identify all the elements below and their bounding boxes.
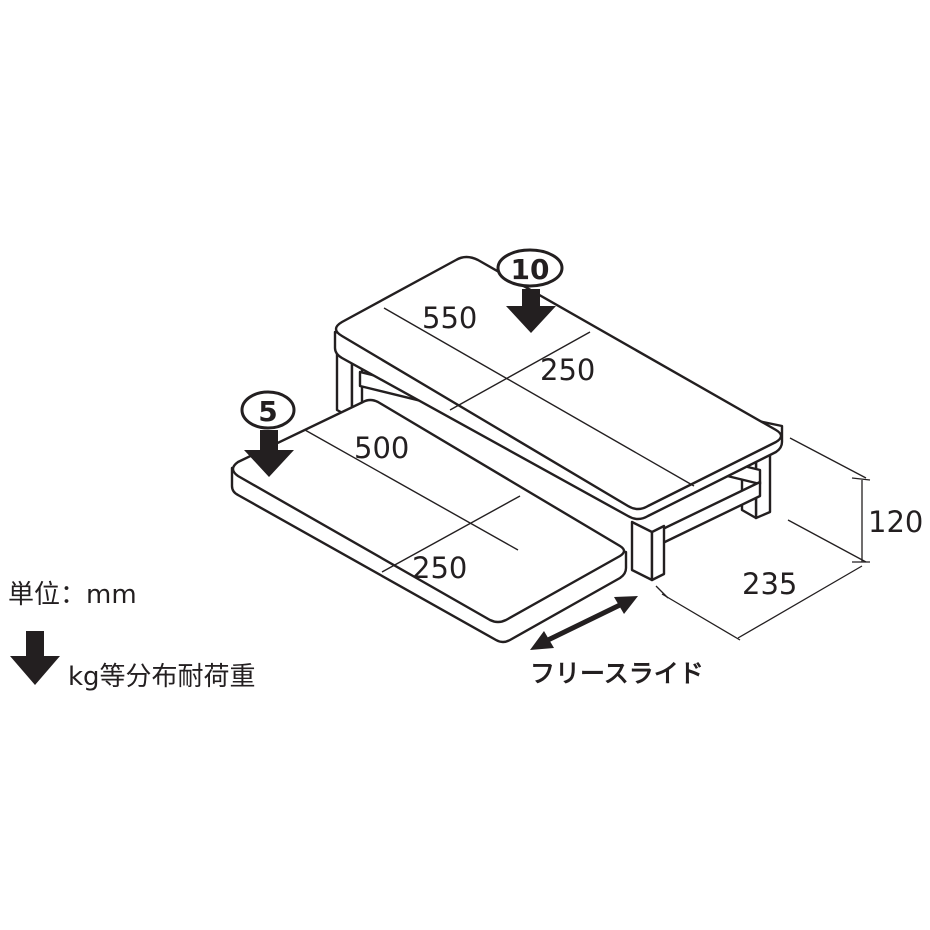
- load-badge-top: 10: [496, 248, 564, 333]
- dim-label-550: 550: [422, 301, 477, 335]
- sliding-tray: [230, 398, 628, 644]
- unit-label: 単位：mm: [8, 580, 137, 610]
- exterior-dimension-lines: [655, 437, 871, 641]
- load-badge-tray: 5: [240, 390, 296, 477]
- slide-label: フリースライド: [530, 659, 704, 688]
- dim-line-500: [304, 429, 519, 551]
- load-legend-label: kg等分布耐荷重: [68, 662, 256, 692]
- load-value-tray: 5: [258, 395, 277, 428]
- dim-label-top-250: 250: [540, 353, 595, 387]
- dim-line-250-top: [449, 331, 591, 411]
- dim-label-235: 235: [742, 567, 797, 601]
- load-value-top: 10: [511, 253, 550, 286]
- slide-arrow: [530, 596, 638, 650]
- top-dimension-lines: [304, 307, 695, 573]
- dim-line-550: [383, 307, 695, 487]
- dim-label-tray-250: 250: [412, 551, 467, 585]
- dim-label-500: 500: [354, 431, 409, 465]
- load-arrow-down-icon: [506, 306, 556, 333]
- dim-label-120: 120: [868, 505, 923, 539]
- legend: 単位：mm kg等分布耐荷重: [8, 580, 256, 692]
- legend-load-arrow-icon: [10, 656, 60, 685]
- load-arrow-down-icon: [244, 450, 294, 477]
- dim-line-250-tray: [381, 495, 521, 573]
